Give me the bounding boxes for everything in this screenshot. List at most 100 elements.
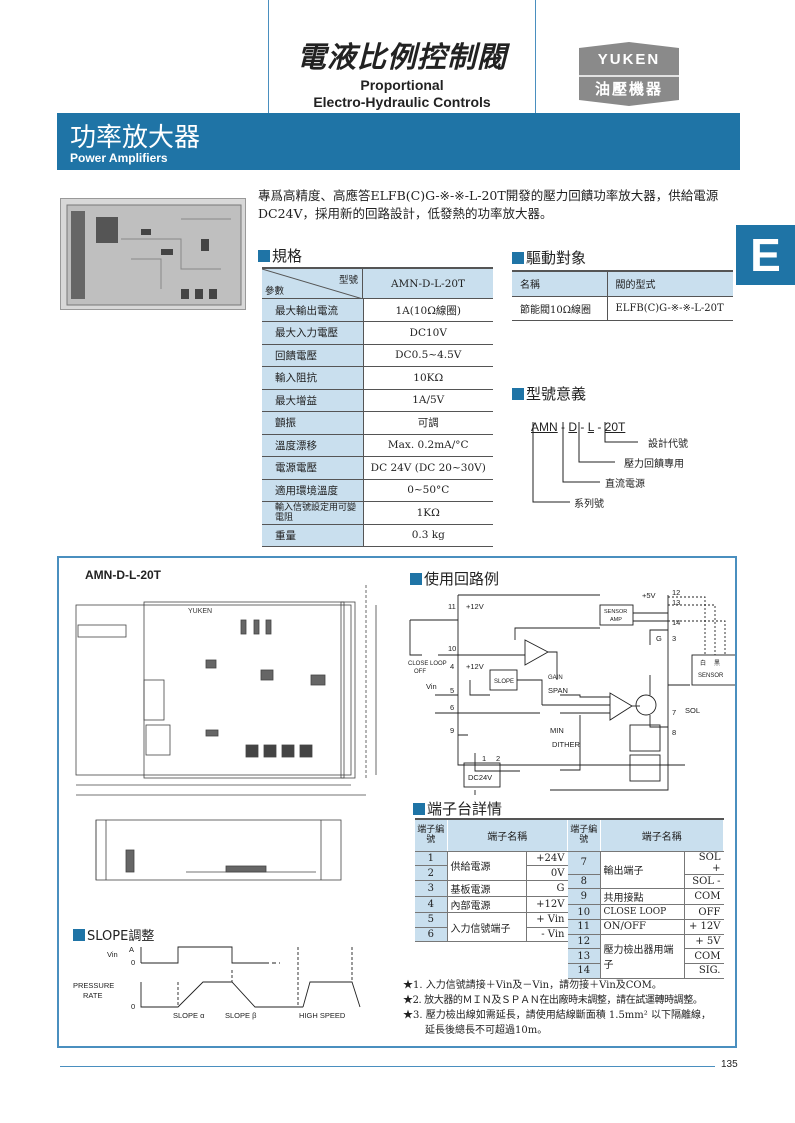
terminal-no: 3 xyxy=(415,880,448,897)
col-no: 端子編號 xyxy=(568,819,601,852)
code-label-power: 直流電源 xyxy=(605,479,645,490)
spec-value: 1KΩ xyxy=(363,501,493,525)
terminal-name: 壓力檢出器用端子 xyxy=(600,934,685,979)
label-5v: +5V xyxy=(642,591,656,600)
drive-col-name: 名稱 xyxy=(512,271,608,297)
spec-param: 最大輸出電流 xyxy=(262,299,364,322)
vin-label: Vin xyxy=(426,682,437,691)
black-wire: 黑 xyxy=(714,660,720,667)
terminal-row: 6- Vin xyxy=(415,927,568,943)
spec-param: 最大增益 xyxy=(262,389,364,412)
drive-name: 節能閥10Ω線圈 xyxy=(512,296,608,321)
sensor-label: SENSOR xyxy=(698,673,724,679)
header-title-en-2: Electro-Hydraulic Controls xyxy=(313,94,491,110)
terminal-heading-text: 端子台詳情 xyxy=(427,800,503,818)
white-wire: 白 xyxy=(700,659,706,667)
terminal-no: 7 xyxy=(568,851,601,875)
slope-waveform: A Vin 0 PRESSURE RATE 0 SLOPE α SLOPE β … xyxy=(73,945,361,1020)
note-1: ★1. 入力信號請接＋Vin及－Vin，請勿接＋Vin及COM。 xyxy=(403,980,662,991)
terminal-no: 11 xyxy=(568,919,601,935)
col-no: 端子編號 xyxy=(415,819,448,852)
heading-bullet-icon xyxy=(512,387,524,400)
terminal-value: + Vin xyxy=(525,912,568,928)
heading-bullet-icon xyxy=(258,249,270,262)
term-10: 10 xyxy=(448,644,456,653)
term-5: 5 xyxy=(450,686,454,695)
dc24v-label: DC24V xyxy=(468,773,492,782)
header-title-en-1: Proportional xyxy=(360,77,444,93)
corner-diagonal xyxy=(262,269,363,299)
heading-bullet-icon xyxy=(410,572,422,585)
spec-value: Max. 0.2mA/°C xyxy=(363,434,493,457)
code-series: AMN xyxy=(531,420,558,434)
drive-valve: ELFB(C)G-※-※-L-20T xyxy=(607,296,733,321)
section-banner: 功率放大器 Power Amplifiers xyxy=(57,113,740,170)
spec-value: DC0.5~4.5V xyxy=(363,344,493,367)
min-label: MIN xyxy=(550,726,564,735)
terminal-name: ON/OFF xyxy=(600,919,685,935)
terminal-value: SIG. xyxy=(683,963,724,979)
code-design: 20T xyxy=(604,420,626,434)
code-label-feedback: 壓力回饋專用 xyxy=(624,459,684,470)
circuit-heading: 使用回路例 xyxy=(410,568,499,589)
off-label: OFF xyxy=(414,669,426,675)
corner-param: 參數 xyxy=(265,286,285,297)
terminal-no: 10 xyxy=(568,904,601,920)
g-label: G xyxy=(656,634,662,643)
model-code-leaders xyxy=(532,422,638,503)
terminal-name: 入力信號端子 xyxy=(447,912,527,943)
note-3: ★3. 壓力檢出線如需延長，請使用結線斷面積 1.5mm² 以下隔離線， xyxy=(403,1010,711,1021)
terminal-heading: 端子台詳情 xyxy=(413,798,502,819)
model-code-heading: 型號意義 xyxy=(512,383,586,404)
spec-heading: 規格 xyxy=(258,245,302,266)
terminal-name: 供給電源 xyxy=(447,851,527,881)
logo-brand: YUKEN xyxy=(597,51,661,68)
spec-value: DC 24V (DC 20~30V) xyxy=(363,456,493,480)
axis-rate: RATE xyxy=(83,991,102,1000)
terminal-no: 6 xyxy=(415,927,448,943)
term-3: 3 xyxy=(672,634,676,643)
gain-label: GAIN xyxy=(548,675,563,681)
spec-value: 1A/5V xyxy=(363,389,493,412)
notes: ★1. 入力信號請接＋Vin及－Vin，請勿接＋Vin及COM。 ★2. 放大器… xyxy=(403,978,738,1038)
sol-label: SOL xyxy=(685,706,700,715)
spec-param: 電源電壓 xyxy=(262,456,364,480)
terminal-value: G xyxy=(525,880,568,897)
terminal-value: +24V xyxy=(525,851,568,867)
term-9: 9 xyxy=(450,726,454,735)
logo-hexagon-icon xyxy=(579,42,679,106)
header-title-zh: 電液比例控制閥 xyxy=(296,40,507,74)
high-speed: HIGH SPEED xyxy=(299,1011,346,1020)
terminal-value: SOL + xyxy=(683,851,724,875)
term-8: 8 xyxy=(672,728,676,737)
label-12v-a: +12V xyxy=(466,602,484,611)
product-photo xyxy=(60,198,246,310)
drive-heading-text: 驅動對象 xyxy=(526,249,587,267)
slope-heading-text: SLOPE調整 xyxy=(87,929,155,944)
axis-a: A xyxy=(129,945,134,954)
terminal-name: 內部電源 xyxy=(447,896,527,913)
terminal-value: COM xyxy=(683,888,724,906)
page-number: 135 xyxy=(721,1059,738,1070)
terminal-no: 14 xyxy=(568,963,601,979)
header-divider-right xyxy=(535,0,536,155)
heading-bullet-icon xyxy=(73,928,85,941)
spec-param: 溫度漂移 xyxy=(262,434,364,457)
term-6: 6 xyxy=(450,703,454,712)
terminal-no: 9 xyxy=(568,888,601,906)
spec-value: 1A(10Ω線圈) xyxy=(363,299,493,322)
model-code-heading-text: 型號意義 xyxy=(526,385,587,403)
